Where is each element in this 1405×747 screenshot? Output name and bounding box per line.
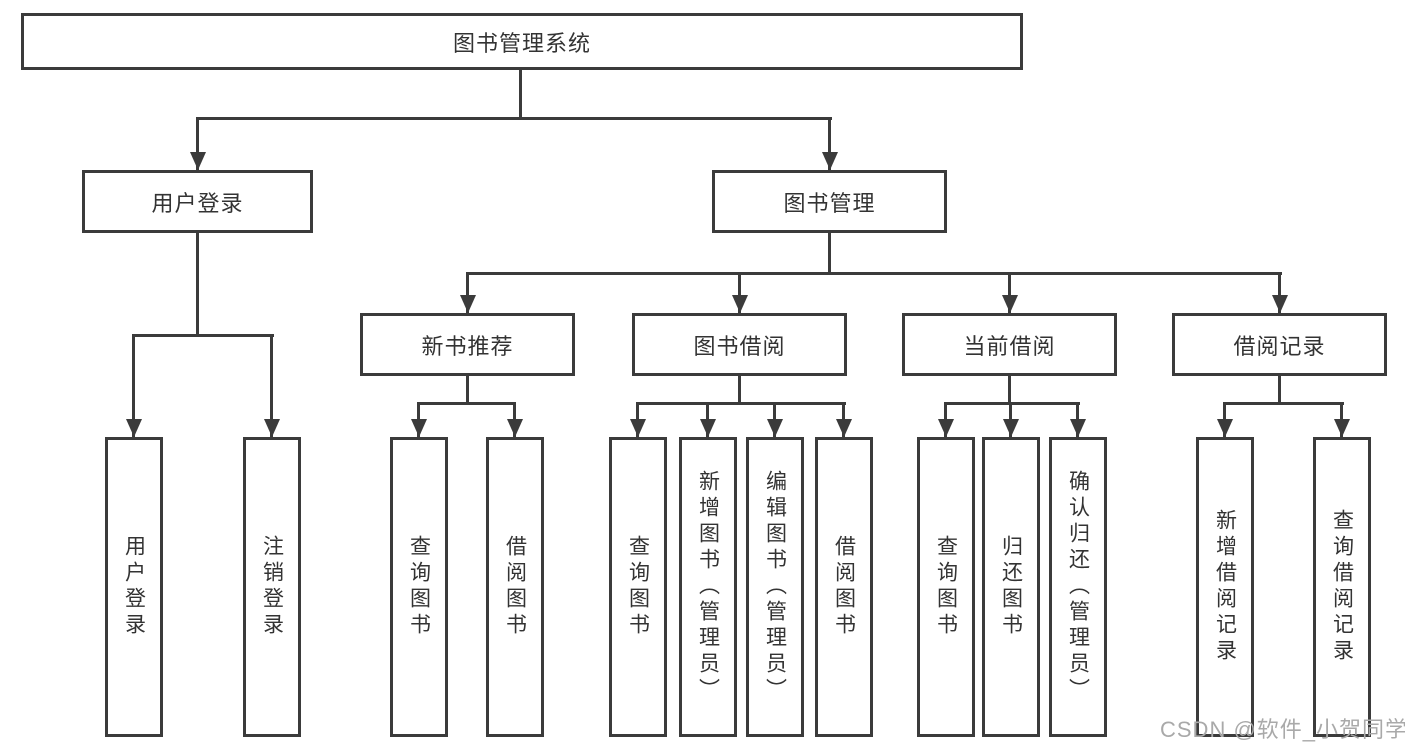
leaf-add-borrow-record-label: 新增借阅记录 [1213, 509, 1237, 665]
leaf-borrow-books-borrowing-label: 借阅图书 [832, 535, 856, 639]
arrowhead-down-icon [126, 419, 142, 437]
arrowhead-down-icon [630, 419, 646, 437]
connector-borrowing-hline [636, 402, 846, 405]
node-book-management: 图书管理 [712, 170, 947, 233]
connector-recommend-trunk [466, 376, 469, 405]
connector-root-trunk [519, 70, 522, 120]
node-user-login-label: 用户登录 [151, 190, 244, 216]
connector-current-trunk [1008, 376, 1011, 405]
connector-records-hline [1223, 402, 1344, 405]
connector-stem-borrowing-records [1278, 272, 1281, 313]
arrowhead-down-icon [411, 419, 427, 437]
leaf-query-books-borrowing: 查询图书 [609, 437, 667, 737]
connector-stem-new-book-recommend [466, 272, 469, 313]
arrowhead-down-icon [1272, 295, 1288, 313]
arrowhead-down-icon [1334, 419, 1350, 437]
arrowhead-down-icon [1002, 295, 1018, 313]
connector-records-trunk [1278, 376, 1281, 405]
connector-borrowing-trunk [738, 376, 741, 405]
arrowhead-down-icon [1070, 419, 1086, 437]
leaf-user-login: 用户登录 [105, 437, 163, 737]
leaf-add-books-admin: 新增图书（管理员） [679, 437, 737, 737]
node-current-borrowing-label: 当前借阅 [963, 333, 1056, 359]
leaf-borrow-books-recommend: 借阅图书 [486, 437, 544, 737]
connector-user-login-trunk [196, 233, 199, 336]
arrowhead-down-icon [190, 152, 206, 170]
node-current-borrowing: 当前借阅 [902, 313, 1117, 376]
connector-current-hline [944, 402, 1080, 405]
connector-stem-book-borrowing [738, 272, 741, 313]
node-user-login: 用户登录 [82, 170, 313, 233]
node-new-book-recommend-label: 新书推荐 [421, 333, 514, 359]
leaf-query-books-current-label: 查询图书 [934, 535, 958, 639]
node-book-management-label: 图书管理 [783, 190, 876, 216]
leaf-query-books-current: 查询图书 [917, 437, 975, 737]
arrowhead-down-icon [767, 419, 783, 437]
connector-stem-current-borrowing [1008, 272, 1011, 313]
arrowhead-down-icon [1217, 419, 1233, 437]
leaf-query-borrow-record: 查询借阅记录 [1313, 437, 1371, 737]
node-book-borrowing-label: 图书借阅 [693, 333, 786, 359]
leaf-return-books: 归还图书 [982, 437, 1040, 737]
connector-book-management-hline [466, 272, 1282, 275]
arrowhead-down-icon [822, 152, 838, 170]
leaf-query-books-borrowing-label: 查询图书 [626, 535, 650, 639]
arrowhead-down-icon [732, 295, 748, 313]
leaf-logout-label: 注销登录 [260, 535, 284, 639]
leaf-return-books-label: 归还图书 [999, 535, 1023, 639]
arrowhead-down-icon [938, 419, 954, 437]
leaf-confirm-return-admin: 确认归还（管理员） [1049, 437, 1107, 737]
connector-stem-leaf-logout [270, 334, 273, 437]
connector-stem-book-management [828, 117, 831, 170]
leaf-edit-books-admin-label: 编辑图书（管理员） [763, 470, 787, 704]
leaf-query-books-recommend: 查询图书 [390, 437, 448, 737]
leaf-add-borrow-record: 新增借阅记录 [1196, 437, 1254, 737]
leaf-query-books-recommend-label: 查询图书 [407, 535, 431, 639]
node-root: 图书管理系统 [21, 13, 1023, 70]
node-borrowing-records-label: 借阅记录 [1233, 333, 1326, 359]
connector-stem-user-login [196, 117, 199, 170]
node-new-book-recommend: 新书推荐 [360, 313, 575, 376]
leaf-borrow-books-recommend-label: 借阅图书 [503, 535, 527, 639]
leaf-logout: 注销登录 [243, 437, 301, 737]
connector-book-management-trunk [828, 233, 831, 275]
arrowhead-down-icon [460, 295, 476, 313]
node-borrowing-records: 借阅记录 [1172, 313, 1387, 376]
arrowhead-down-icon [700, 419, 716, 437]
node-root-label: 图书管理系统 [452, 30, 591, 56]
arrowhead-down-icon [507, 419, 523, 437]
leaf-borrow-books-borrowing: 借阅图书 [815, 437, 873, 737]
node-book-borrowing: 图书借阅 [632, 313, 847, 376]
arrowhead-down-icon [264, 419, 280, 437]
leaf-confirm-return-admin-label: 确认归还（管理员） [1066, 470, 1090, 704]
arrowhead-down-icon [836, 419, 852, 437]
arrowhead-down-icon [1003, 419, 1019, 437]
leaf-add-books-admin-label: 新增图书（管理员） [696, 470, 720, 704]
connector-stem-leaf-user-login [132, 334, 135, 437]
connector-user-login-hline [132, 334, 274, 337]
watermark-text: CSDN @软件_小贺同学 [1160, 717, 1405, 742]
leaf-user-login-label: 用户登录 [122, 535, 146, 639]
connector-recommend-hline [417, 402, 516, 405]
leaf-edit-books-admin: 编辑图书（管理员） [746, 437, 804, 737]
connector-root-hline [197, 117, 832, 120]
leaf-query-borrow-record-label: 查询借阅记录 [1330, 509, 1354, 665]
